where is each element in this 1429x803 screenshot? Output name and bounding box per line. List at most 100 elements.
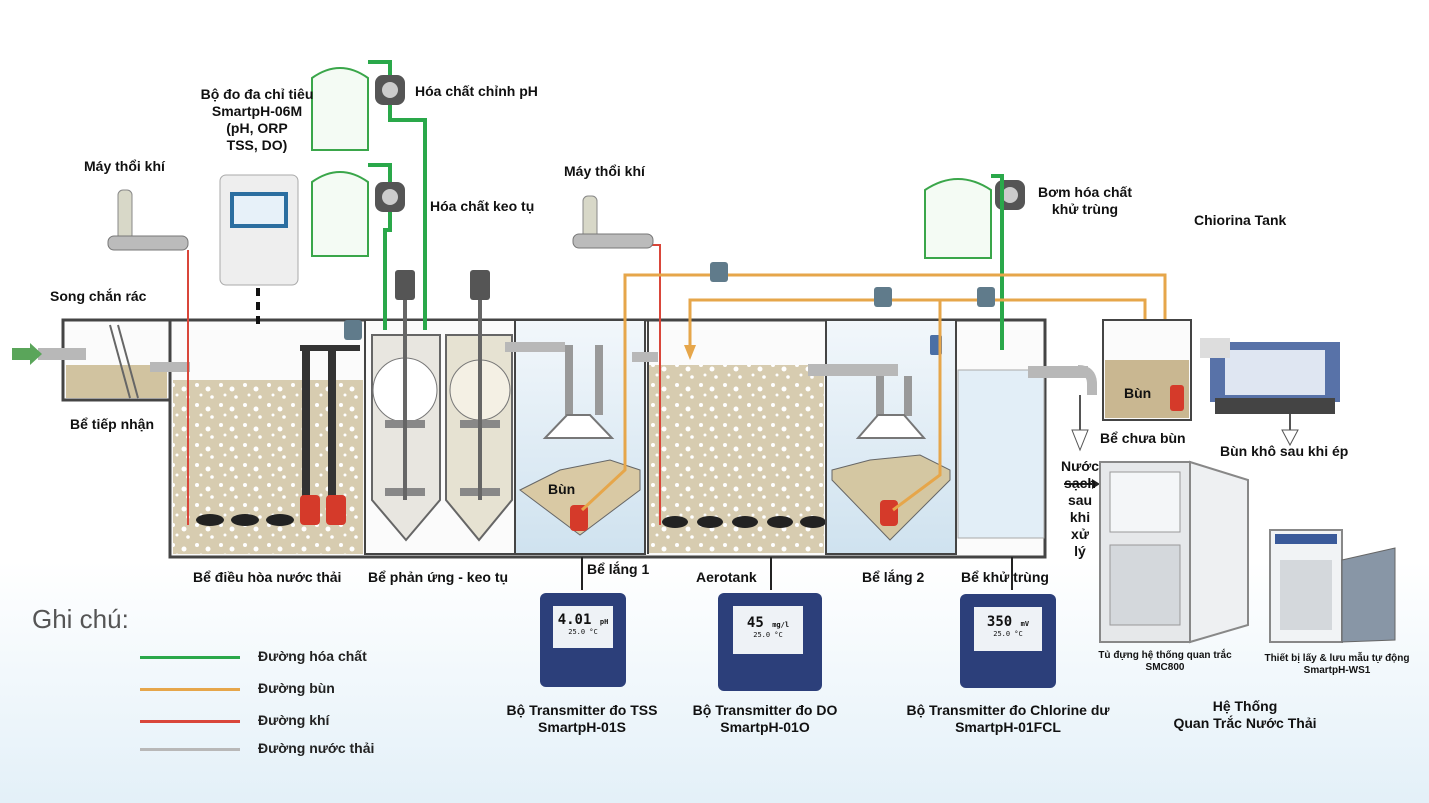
valve-icon xyxy=(977,287,995,307)
ph-chemical-label: Hóa chất chỉnh pH xyxy=(415,83,538,99)
chlorine-tank-label: Chiorina Tank xyxy=(1194,212,1287,228)
clean-water-line: sau xyxy=(1067,492,1093,508)
blower-right-label: Máy thổi khí xyxy=(564,163,645,179)
cabinet-line: SMC800 xyxy=(1145,662,1185,673)
system-line: Hệ Thống xyxy=(1212,698,1278,714)
dry-sludge-label: Bùn khô sau khi ép xyxy=(1220,443,1349,459)
settling-tank-2 xyxy=(831,454,951,541)
equalization-tank-label: Bể điều hòa nước thải xyxy=(193,569,342,585)
clean-water-line: xử xyxy=(1071,526,1089,542)
do-temp: 25.0 °C xyxy=(753,631,783,639)
sludge-tank xyxy=(1102,319,1192,421)
chlorine-transmitter-line: Bộ Transmitter đo Chlorine dư xyxy=(906,702,1110,718)
system-label: Hệ Thống Quan Trắc Nước Thải xyxy=(1160,698,1330,732)
valves xyxy=(344,262,995,340)
chemical-lines xyxy=(368,60,1004,350)
multi-meter-device xyxy=(219,174,299,330)
do-transmitter-line: Bộ Transmitter đo DO xyxy=(692,702,838,718)
transmitter-chlorine xyxy=(960,557,1056,688)
blower-left xyxy=(107,189,189,251)
legend-line xyxy=(140,688,240,691)
tss-unit: pH xyxy=(599,618,609,626)
tss-transmitter-label: Bộ Transmitter đo TSS SmartpH-01S xyxy=(497,702,667,736)
monitoring-cabinet xyxy=(1099,460,1249,644)
disinfection-tank xyxy=(957,369,1045,539)
do-display: 45 mg/l 25.0 °C xyxy=(738,615,798,639)
aerotank-label: Aerotank xyxy=(696,569,757,585)
screen-label: Song chắn rác xyxy=(50,288,147,304)
air-lines xyxy=(187,244,661,525)
sludge-tank-label: Bể chưa bùn xyxy=(1100,430,1186,446)
sampler-line: SmartpH-WS1 xyxy=(1303,665,1371,676)
disinfect-pump-line: khử trùng xyxy=(1051,201,1119,217)
do-transmitter-label: Bộ Transmitter đo DO SmartpH-01O xyxy=(680,702,850,736)
settling-1-label: Bể lắng 1 xyxy=(587,561,650,577)
tss-display: 4.01 pH 25.0 °C xyxy=(556,612,610,636)
transmitter-tss xyxy=(540,557,626,687)
filter-press xyxy=(1200,338,1340,447)
clean-water-line: khi xyxy=(1069,509,1091,525)
mixer-motor-icon xyxy=(395,270,415,300)
multi-meter-line: (pH, ORP xyxy=(226,120,288,136)
multi-meter-line: TSS, DO) xyxy=(226,137,288,153)
sampler-device xyxy=(1269,529,1396,643)
legend-label: Đường khí xyxy=(258,712,330,728)
tss-temp: 25.0 °C xyxy=(568,628,598,636)
inlet-arrow-icon xyxy=(12,343,42,365)
settling-tank-1 xyxy=(519,459,641,536)
blower-right xyxy=(572,195,654,249)
mixer-motor-icon xyxy=(470,270,490,300)
transmitter-do xyxy=(718,557,822,691)
receiving-tank-label: Bể tiếp nhận xyxy=(70,416,155,432)
system-line: Quan Trắc Nước Thải xyxy=(1173,715,1317,731)
pump-icon xyxy=(1170,385,1184,411)
do-unit: mg/l xyxy=(772,621,790,629)
chlorine-unit: mV xyxy=(1020,620,1030,628)
chlorine-value: 350 xyxy=(986,614,1013,630)
chlorine-temp: 25.0 °C xyxy=(993,630,1023,638)
legend-line xyxy=(140,656,240,659)
legend-line xyxy=(140,720,240,723)
disinfect-pump-line: Bơm hóa chất xyxy=(1038,184,1132,200)
pump-icon xyxy=(326,495,346,525)
do-value: 45 xyxy=(746,615,764,631)
main-tank xyxy=(12,270,1100,559)
chlorine-display: 350 mV 25.0 °C xyxy=(978,614,1038,638)
legend-label: Đường bùn xyxy=(258,680,335,696)
valve-icon xyxy=(874,287,892,307)
pump-icon xyxy=(300,495,320,525)
sludge-label: Bùn xyxy=(548,481,576,497)
clean-water-label: Nước sạch sau khi xử lý xyxy=(1056,458,1104,560)
do-transmitter-line: SmartpH-01O xyxy=(720,719,810,735)
clean-water-line: Nước xyxy=(1061,458,1099,474)
tss-transmitter-line: Bộ Transmitter đo TSS xyxy=(506,702,658,718)
disinfect-pump-label: Bơm hóa chất khử trùng xyxy=(1030,184,1140,218)
tss-transmitter-line: SmartpH-01S xyxy=(538,719,626,735)
chlorine-transmitter-line: SmartpH-01FCL xyxy=(955,719,1061,735)
legend-title: Ghi chú: xyxy=(32,604,129,634)
clean-water-line: sạch xyxy=(1064,475,1096,491)
disinfection-tank-label: Bể khử trùng xyxy=(961,569,1049,585)
legend-label: Đường hóa chất xyxy=(258,648,367,664)
diffusers-aerotank xyxy=(662,516,826,528)
blower-left-label: Máy thổi khí xyxy=(84,158,165,174)
settling-2-label: Bể lắng 2 xyxy=(862,569,925,585)
tss-value: 4.01 xyxy=(557,612,592,628)
multi-meter-label: Bộ đo đa chỉ tiêu SmartpH-06M (pH, ORP T… xyxy=(182,86,332,154)
chlorine-transmitter-label: Bộ Transmitter đo Chlorine dư SmartpH-01… xyxy=(893,702,1123,736)
pump-icon xyxy=(570,505,588,531)
reaction-tank-label: Bể phản ứng - keo tụ xyxy=(368,569,509,585)
legend-line xyxy=(140,748,240,751)
valve-icon xyxy=(344,320,362,340)
chemical-tanks xyxy=(311,67,992,259)
outlet-arrow-icon xyxy=(1071,429,1089,452)
cabinet-line: Tủ đựng hệ thống quan trắc xyxy=(1098,650,1232,661)
pump-icon xyxy=(880,500,898,526)
coagulant-chemical-label: Hóa chất keo tụ xyxy=(430,198,535,214)
sludge-lines xyxy=(580,273,1167,512)
clean-water-line: lý xyxy=(1074,543,1086,559)
multi-meter-line: SmartpH-06M xyxy=(211,103,303,119)
multi-meter-line: Bộ đo đa chỉ tiêu xyxy=(200,86,314,102)
diffusers-left xyxy=(196,514,294,526)
